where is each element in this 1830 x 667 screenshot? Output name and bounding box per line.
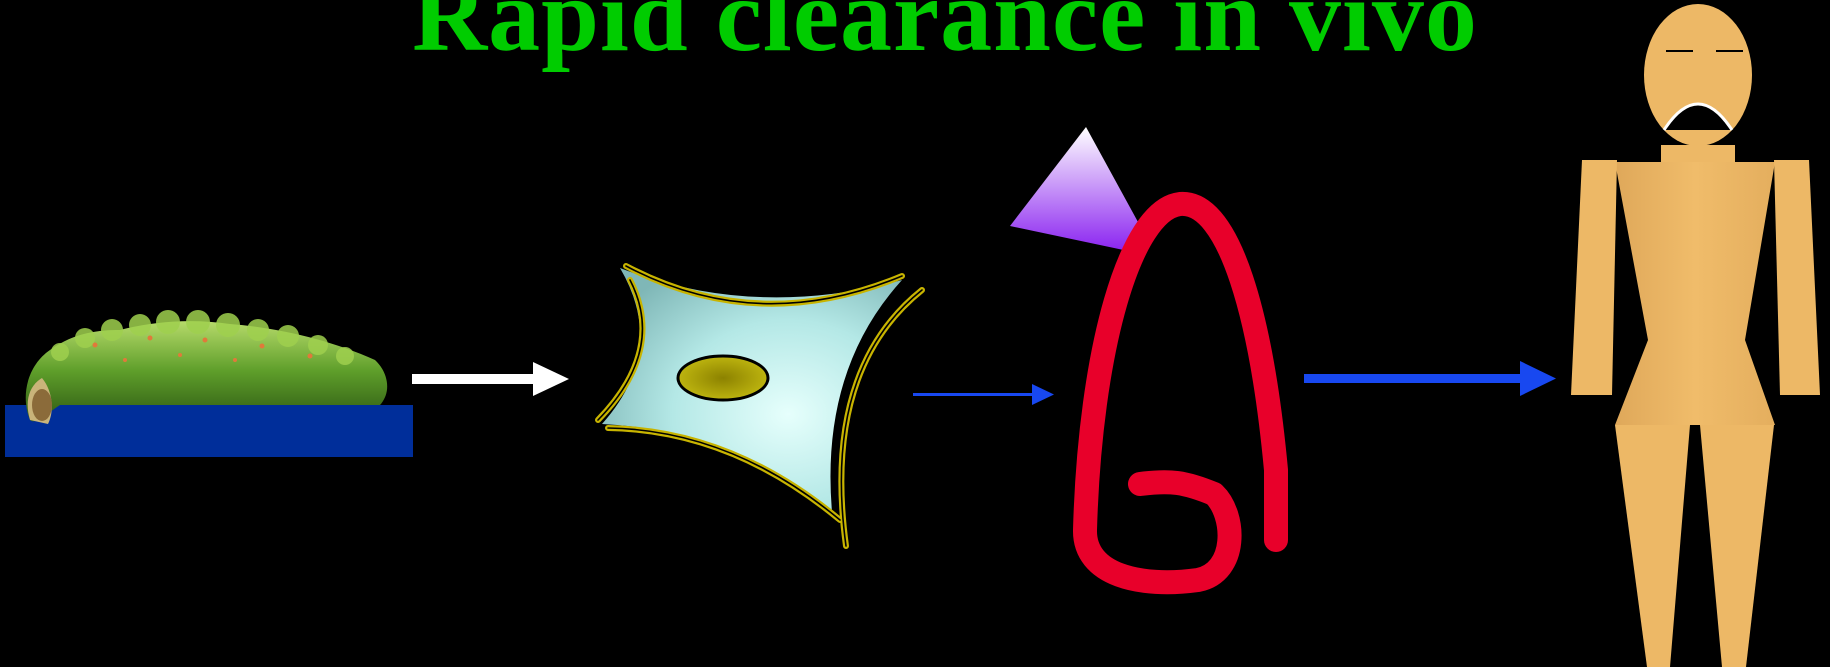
right-arm-icon (1774, 160, 1820, 395)
molecule-icon (1010, 127, 1288, 595)
caterpillar-icon (25, 310, 388, 424)
arrow-caterpillar-to-cell (412, 362, 569, 396)
left-leg-icon (1615, 425, 1690, 667)
cell-icon (595, 263, 925, 549)
arrow-cell-to-molecule (913, 384, 1054, 405)
base-bar (5, 405, 413, 457)
left-arm-icon (1571, 160, 1617, 395)
torso-icon (1615, 162, 1775, 425)
antigen-triangle-icon (1010, 127, 1138, 252)
right-leg-icon (1700, 425, 1774, 667)
caterpillar-stage (5, 310, 413, 457)
arrow-molecule-to-person (1304, 361, 1556, 396)
nucleus-icon (676, 354, 770, 402)
sad-person-icon (1571, 4, 1820, 667)
slide-title: Rapid clearance in vivo (412, 0, 1478, 73)
head-icon (1644, 4, 1752, 146)
red-loop-icon (1072, 192, 1288, 595)
